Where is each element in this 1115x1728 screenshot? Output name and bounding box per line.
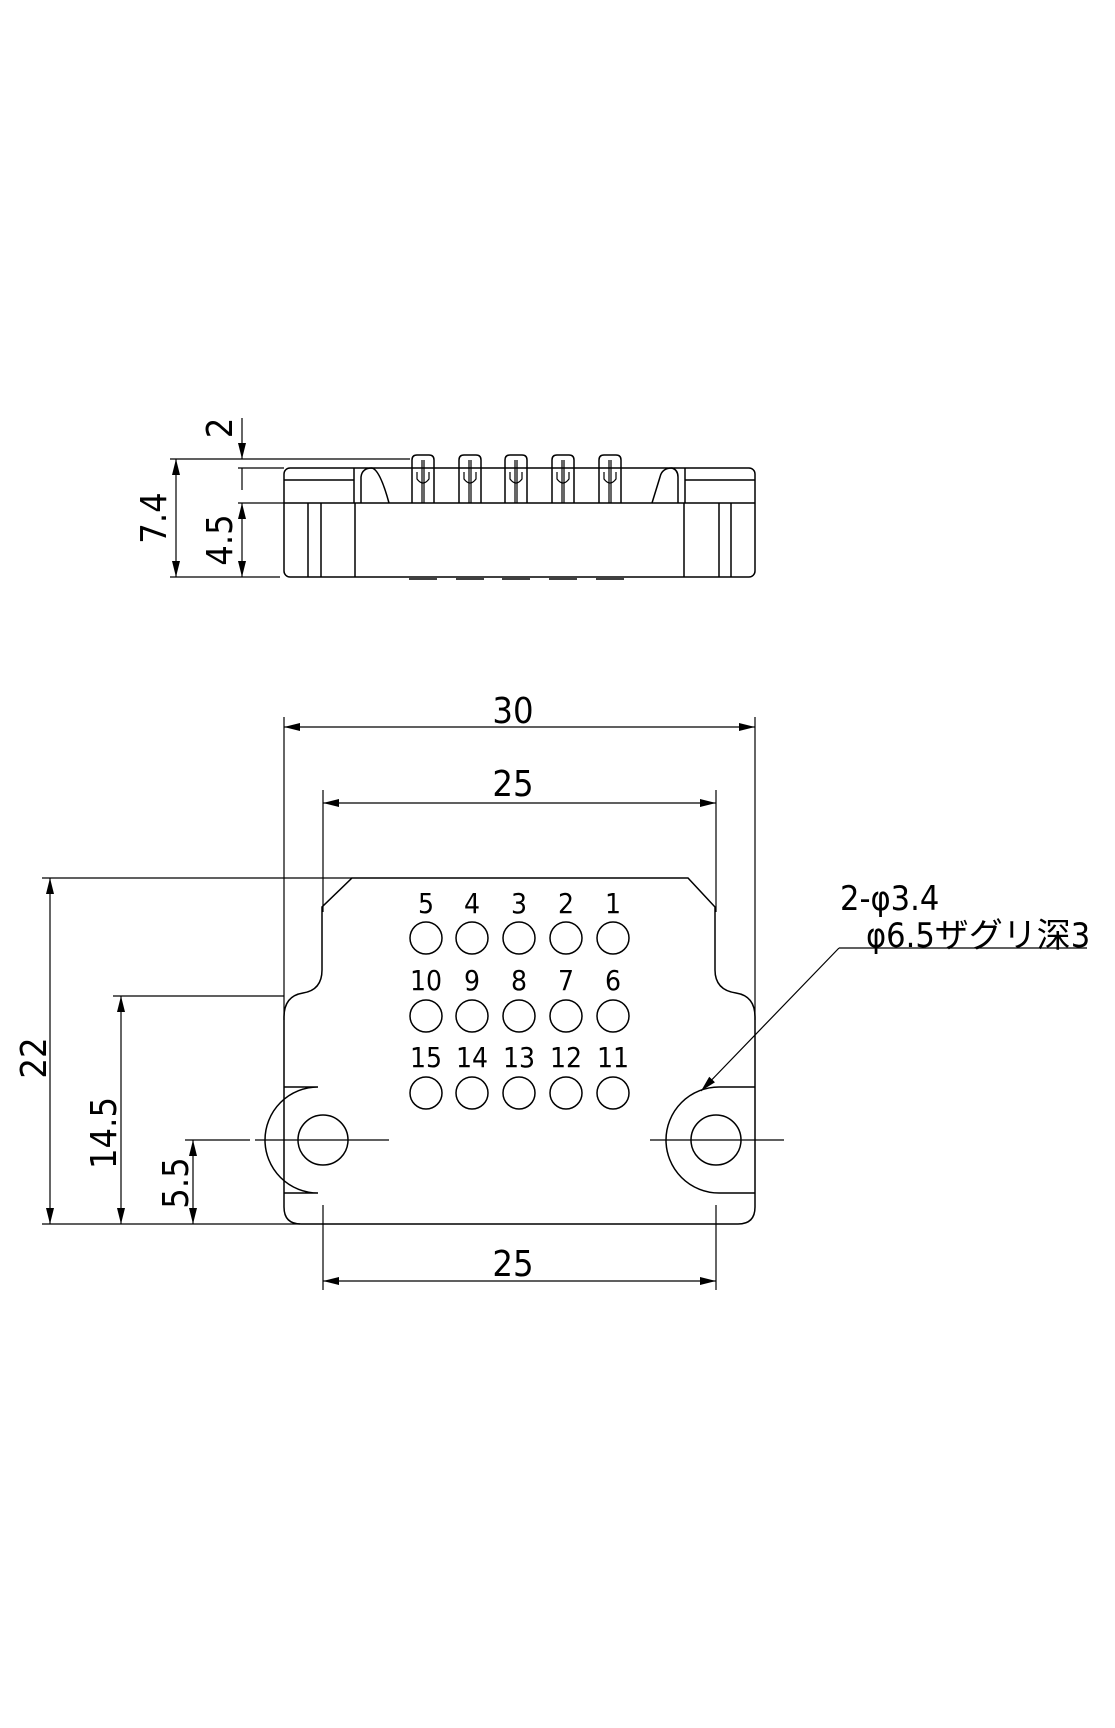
pin-number: 4 xyxy=(464,887,480,920)
hole-note-line2: φ6.5ザグリ深3 xyxy=(866,916,1090,956)
pin-number: 1 xyxy=(605,887,621,920)
pin-number: 8 xyxy=(511,964,527,997)
pin-hole xyxy=(455,921,489,955)
pin-hole xyxy=(549,921,583,955)
dim-total-height: 7.4 xyxy=(134,492,175,544)
pin-number: 15 xyxy=(410,1041,442,1074)
pin-hole xyxy=(502,999,536,1033)
pin-number: 6 xyxy=(605,964,621,997)
pin-number: 9 xyxy=(464,964,480,997)
dim-overall-height: 22 xyxy=(14,1037,55,1078)
pin-hole xyxy=(409,921,443,955)
pin-number: 13 xyxy=(503,1041,535,1074)
pin-number: 7 xyxy=(558,964,574,997)
pin-number: 3 xyxy=(511,887,527,920)
pin-number: 11 xyxy=(597,1041,629,1074)
side-pin xyxy=(551,454,575,503)
hole-note-line1: 2-φ3.4 xyxy=(840,879,939,919)
pin-hole xyxy=(455,1076,489,1110)
pin-hole xyxy=(502,921,536,955)
side-pin xyxy=(411,454,435,503)
connector-outline xyxy=(283,877,756,1225)
hole-note-leader xyxy=(700,947,840,1092)
pin-hole xyxy=(549,1076,583,1110)
dim-top-gap: 2 xyxy=(200,418,241,439)
pin-hole xyxy=(502,1076,536,1110)
pin-number: 14 xyxy=(456,1041,488,1074)
pin-hole xyxy=(549,999,583,1033)
dim-overall-width: 30 xyxy=(492,691,533,732)
side-view: 7.4 2 4.5 xyxy=(134,418,756,580)
side-body-outline xyxy=(283,467,756,578)
pin-number: 5 xyxy=(418,887,434,920)
dim-top-pitch: 25 xyxy=(492,764,533,805)
dim-bottom-pitch: 25 xyxy=(492,1244,533,1285)
side-pin xyxy=(504,454,528,503)
pin-hole xyxy=(409,1076,443,1110)
dim-body-height: 4.5 xyxy=(200,514,241,566)
pin-number: 10 xyxy=(410,964,442,997)
pin-hole xyxy=(596,999,630,1033)
right-latch xyxy=(651,467,679,504)
left-latch xyxy=(360,467,390,504)
pin-hole xyxy=(596,921,630,955)
pin-number: 2 xyxy=(558,887,574,920)
side-pins xyxy=(411,454,622,503)
pin-hole xyxy=(455,999,489,1033)
dim-shoulder-height: 14.5 xyxy=(84,1097,125,1169)
side-pin xyxy=(598,454,622,503)
pin-hole xyxy=(596,1076,630,1110)
pin-hole xyxy=(409,999,443,1033)
dim-hole-height: 5.5 xyxy=(156,1157,197,1209)
side-pin xyxy=(458,454,482,503)
pin-number: 12 xyxy=(550,1041,582,1074)
